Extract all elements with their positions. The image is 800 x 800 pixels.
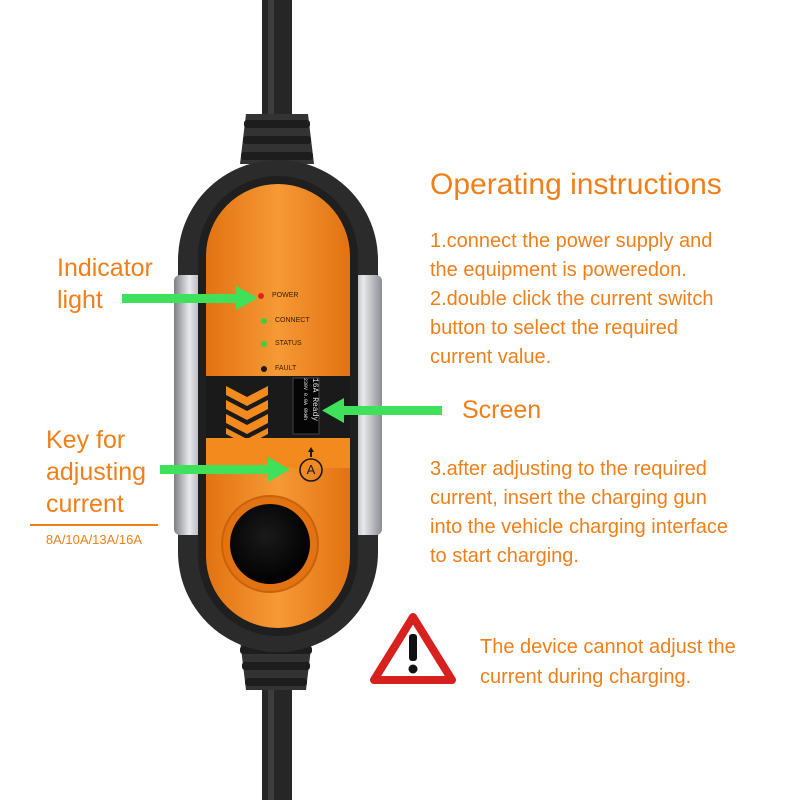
led-label-fault: FAULT (275, 365, 297, 372)
top-cable (262, 0, 292, 120)
screen-line-2: 230V 0.0A 0kWh (302, 378, 308, 421)
key-label-line-1: Key for (46, 426, 126, 454)
indicator-arrow (122, 286, 258, 310)
charging-socket (221, 495, 319, 593)
top-strain-relief (240, 114, 314, 164)
warning-line-1: The device cannot adjust the (480, 636, 736, 658)
indicator-label-line-2: light (57, 286, 103, 314)
indicator-light-label: Indicator light (57, 252, 153, 316)
amp-options-label: 8A/10A/13A/16A (30, 524, 158, 547)
fault-led-icon (261, 365, 267, 372)
step2-line-2: button to select the required (430, 317, 678, 339)
step3-line-2: current, insert the charging gun (430, 487, 707, 509)
status-led-icon (261, 340, 267, 347)
step1-line-2: the equipment is poweredon. (430, 259, 687, 281)
step3-line-1: 3.after adjusting to the required (430, 458, 707, 480)
key-label-line-3: current (46, 490, 124, 518)
key-label-line-2: adjusting (46, 458, 147, 486)
step2-line-3: current value. (430, 346, 552, 368)
led-label-connect: CONNECT (275, 317, 310, 324)
step1-line-1: 1.connect the power supply and (430, 230, 713, 252)
oled-screen (292, 377, 320, 435)
warning-line-2: current during charging. (480, 666, 692, 688)
warning-text: The device cannot adjust the current dur… (480, 632, 736, 692)
step3-line-4: to start charging. (430, 545, 579, 567)
screen-line-1: 16A Ready (310, 378, 319, 422)
led-row-connect: CONNECT (261, 317, 310, 324)
screen-label: Screen (462, 396, 542, 424)
instruction-step-2: 2.double click the current switch button… (430, 285, 790, 372)
connect-led-icon (261, 317, 267, 324)
indicator-label-line-1: Indicator (57, 254, 153, 282)
led-label-status: STATUS (275, 340, 302, 347)
instruction-step-3: 3.after adjusting to the required curren… (430, 455, 790, 571)
instructions-title: Operating instructions (430, 168, 722, 201)
current-adjust-button[interactable] (299, 447, 323, 482)
button-letter: A (306, 462, 316, 477)
led-label-power: POWER (272, 292, 299, 299)
step2-line-1: 2.double click the current switch (430, 288, 714, 310)
screen-arrow (322, 398, 442, 423)
screen-text: 16A Ready 230V 0.0A 0kWh (293, 378, 319, 434)
key-label: Key for adjusting current (46, 424, 146, 520)
instruction-step-1: 1.connect the power supply and the equip… (430, 227, 790, 285)
warning-triangle-icon (370, 613, 456, 684)
bottom-cable (262, 690, 292, 800)
led-row-fault: FAULT (261, 365, 296, 372)
step3-line-3: into the vehicle charging interface (430, 516, 728, 538)
power-led-icon (258, 292, 264, 299)
key-arrow (160, 457, 290, 482)
led-row-status: STATUS (261, 340, 302, 347)
led-row-power: POWER (258, 292, 298, 299)
